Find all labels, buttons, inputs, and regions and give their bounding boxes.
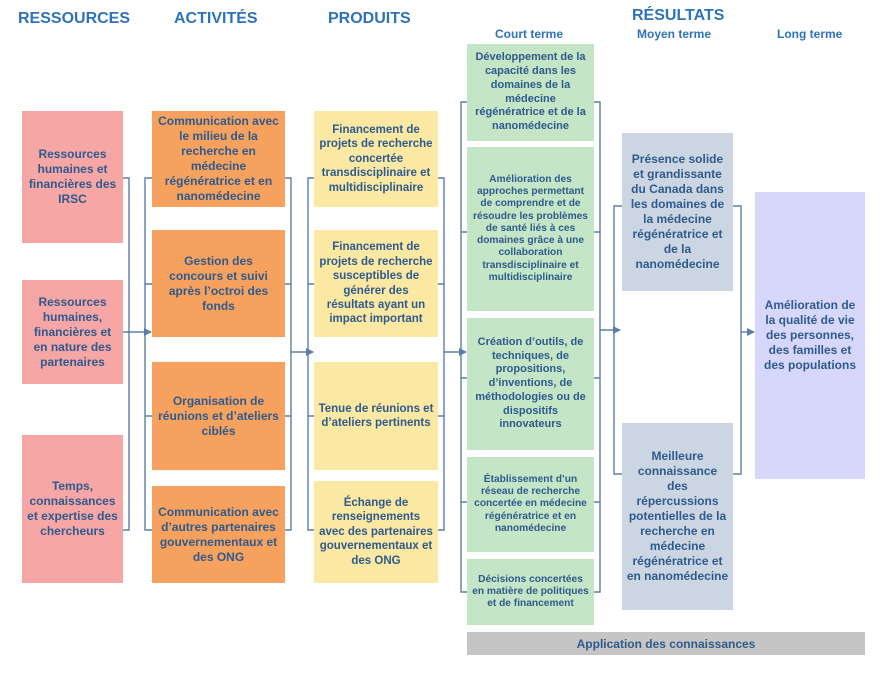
moyenterme-meilleure-connaissance: Meilleure connaissance des répercussions… <box>622 423 733 610</box>
produit-echange-renseignements: Échange de renseignements avec des parte… <box>314 481 438 583</box>
activite-communication-partenaires: Communication avec d’autres partenaires … <box>152 486 285 583</box>
bracket-moyenterme <box>733 205 742 475</box>
rail-moyenterme-left <box>613 205 622 475</box>
header-court-terme: Court terme <box>495 27 564 41</box>
rail-produits-left <box>307 177 314 531</box>
activite-communication-milieu: Communication avec le milieu de la reche… <box>152 111 285 207</box>
bracket-activites <box>285 177 292 531</box>
ressources-box-partenaires: Ressources humaines, financières et en n… <box>22 280 123 384</box>
header-activites: ACTIVITÉS <box>174 10 258 27</box>
rail-activites-left <box>144 177 152 531</box>
header-produits: PRODUITS <box>328 10 411 27</box>
courtterme-developpement-capacite: Développement de la capacité dans les do… <box>467 44 594 141</box>
ressources-box-chercheurs: Temps, connaissances et expertise des ch… <box>22 435 123 583</box>
activite-gestion-concours: Gestion des concours et suivi après l’oc… <box>152 230 285 337</box>
ressources-box-irsc: Ressources humaines et financières des I… <box>22 111 123 243</box>
courtterme-creation-outils: Création d’outils, de techniques, de pro… <box>467 318 594 450</box>
courtterme-reseau-recherche: Établissement d’un réseau de recherche c… <box>467 457 594 552</box>
produit-financement-concertee: Financement de projets de recherche conc… <box>314 111 438 207</box>
application-connaissances-bar: Application des connaissances <box>467 632 865 655</box>
produit-reunions-ateliers: Tenue de réunions et d’ateliers pertinen… <box>314 362 438 470</box>
activite-organisation-reunions: Organisation de réunions et d’ateliers c… <box>152 362 285 470</box>
courtterme-decisions-concertees: Décisions concertées en matière de polit… <box>467 559 594 625</box>
header-moyen-terme: Moyen terme <box>637 27 712 41</box>
longterme-qualite-vie: Amélioration de la qualité de vie des pe… <box>755 192 865 479</box>
bracket-ressources <box>123 177 130 531</box>
produit-financement-impact: Financement de projets de recherche susc… <box>314 230 438 337</box>
rail-courtterme-left <box>460 101 467 593</box>
moyenterme-presence-canada: Présence solide et grandissante du Canad… <box>622 133 733 291</box>
header-ressources: RESSOURCES <box>18 10 131 27</box>
bracket-courtterme <box>594 101 601 593</box>
bracket-produits <box>438 177 445 531</box>
header-resultats: RÉSULTATS <box>632 7 725 24</box>
courtterme-amelioration-approches: Amélioration des approches permettant de… <box>467 147 594 311</box>
header-long-terme: Long terme <box>777 27 843 41</box>
